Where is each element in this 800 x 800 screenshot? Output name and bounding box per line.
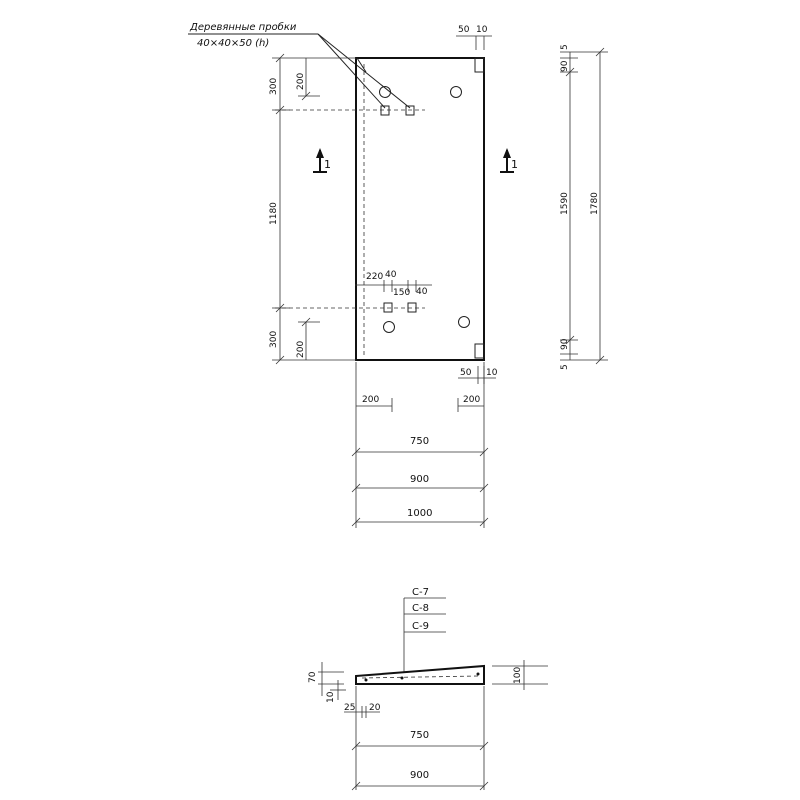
dim-top-300: 300: [269, 78, 279, 95]
corner-notch-bottom-right: [474, 343, 485, 359]
svg-text:50: 50: [458, 25, 470, 35]
wood-plug-1: [380, 105, 390, 116]
section-mark-left-label: 1: [324, 158, 331, 171]
sec-w750: 750: [410, 730, 429, 741]
dim-left-200: 200: [362, 395, 379, 405]
panel-plan: [275, 57, 485, 361]
wood-plug-2: [405, 105, 415, 116]
dim-bottom-5: 5: [560, 364, 570, 370]
label-c9: С-9: [412, 621, 429, 632]
svg-text:40: 40: [385, 270, 397, 280]
wood-plug-3: [383, 302, 393, 313]
dim-1000: 1000: [407, 508, 432, 519]
sec-off25: 25: [344, 703, 355, 713]
dim-top-90: 90: [560, 60, 570, 72]
dim-750: 750: [410, 436, 429, 447]
width-dims: 200 200 750 900 1000: [351, 362, 489, 528]
dim-inner-1590: 1590: [560, 192, 570, 215]
section-mark-right: 1: [500, 148, 518, 173]
dim-middle-1180: 1180: [269, 202, 279, 225]
top-right-gap-dim: 50 10: [456, 25, 492, 50]
wood-plug-note: Деревянные пробки 40×40×50 (h): [188, 21, 411, 109]
label-c8: С-8: [412, 603, 429, 614]
svg-text:150: 150: [393, 288, 410, 298]
section-mark-right-label: 1: [511, 158, 518, 171]
note-size: 40×40×50 (h): [197, 38, 269, 49]
dim-outer-1780: 1780: [590, 192, 600, 215]
sec-h70: 70: [308, 671, 318, 683]
svg-text:220: 220: [366, 272, 383, 282]
dim-right-200: 200: [463, 395, 480, 405]
section-mark-left: 1: [313, 148, 331, 173]
sec-w900: 900: [410, 770, 429, 781]
dim-top-200: 200: [296, 73, 306, 90]
sec-off20: 20: [369, 703, 381, 713]
label-c7: С-7: [412, 587, 429, 598]
dim-bottom-90: 90: [560, 338, 570, 350]
lifting-hole-right-top: [450, 86, 462, 98]
lifting-hole-left-bottom: [383, 321, 395, 333]
svg-text:10: 10: [476, 25, 488, 35]
lifting-hole-left-top: [379, 86, 391, 98]
dim-bottom-200: 200: [296, 341, 306, 358]
plug-offset-dims: 220 40 150 40: [355, 270, 432, 298]
bottom-right-gap-dim: 50 10: [458, 366, 498, 384]
svg-text:10: 10: [486, 368, 498, 378]
note-title: Деревянные пробки: [189, 21, 297, 33]
left-vertical-dims: 300 1180 300 200 200: [269, 53, 356, 365]
lifting-hole-right-bottom: [458, 316, 470, 328]
sec-h100: 100: [513, 667, 523, 684]
sec-h10: 10: [326, 691, 336, 703]
dim-bottom-300: 300: [269, 331, 279, 348]
panel-outline: [355, 57, 485, 361]
section-1-1: С-7 С-8 С-9 70 10 100 25 20 750 900: [308, 587, 548, 791]
slab-section-outline: [355, 664, 485, 685]
dim-top-5: 5: [560, 44, 570, 50]
corner-notch-top-right: [474, 57, 485, 73]
svg-text:40: 40: [416, 287, 428, 297]
dim-900: 900: [410, 474, 429, 485]
right-vertical-dims: 1780 5 90 1590 90 5: [560, 44, 608, 370]
svg-text:50: 50: [460, 368, 472, 378]
wood-plug-4: [407, 302, 417, 313]
